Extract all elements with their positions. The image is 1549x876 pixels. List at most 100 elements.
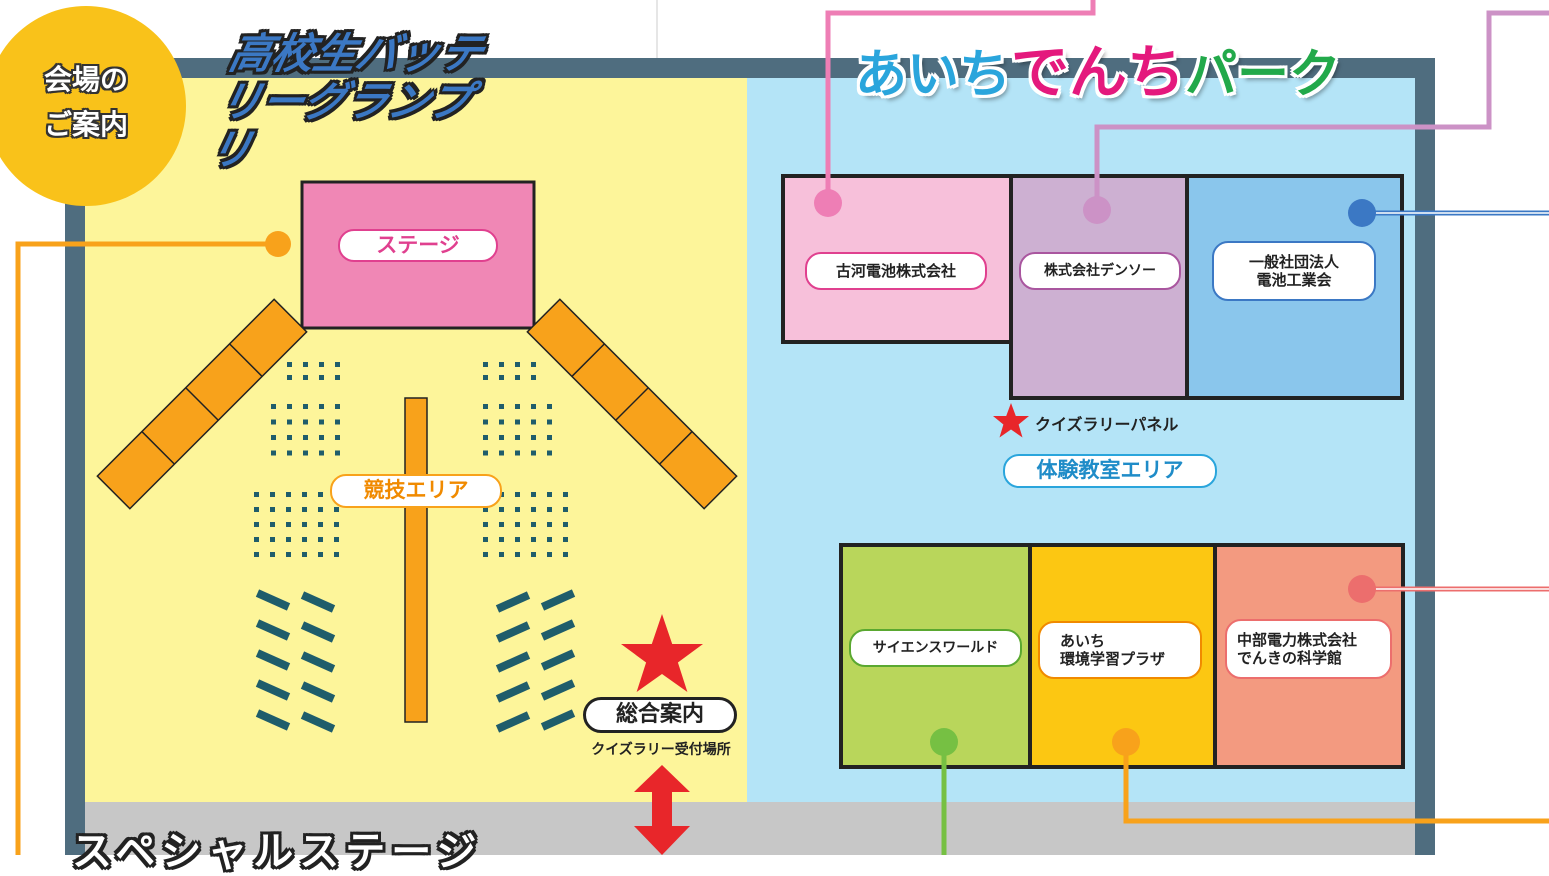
- seat: [499, 552, 504, 557]
- standing-mark: [300, 651, 336, 673]
- seat: [531, 507, 536, 512]
- marker-dot-green: [930, 728, 958, 756]
- seat: [270, 537, 275, 542]
- standing-mark: [495, 621, 531, 643]
- seat: [499, 537, 504, 542]
- seat: [499, 450, 504, 456]
- info-desk-sublabel: クイズラリー受付場所: [591, 742, 731, 758]
- seat: [270, 507, 275, 512]
- center-runway: [404, 397, 428, 723]
- standing-mark: [495, 681, 531, 703]
- seat: [531, 375, 536, 380]
- seat: [334, 537, 339, 542]
- seat: [286, 522, 291, 527]
- seat: [254, 507, 259, 512]
- standing-mark: [300, 621, 336, 643]
- seat: [547, 537, 552, 542]
- right-diagonal-tables: [526, 298, 738, 510]
- seat: [303, 435, 308, 440]
- connector-line-pink: [825, 0, 1096, 203]
- marker-dot-orange-plaza: [1112, 728, 1140, 756]
- seat: [547, 404, 552, 409]
- seat: [515, 537, 520, 542]
- seat: [547, 419, 552, 425]
- connector-line-orange-left: [15, 241, 278, 855]
- seat: [318, 507, 323, 512]
- seat: [515, 404, 520, 409]
- seat: [563, 552, 568, 557]
- seat: [515, 492, 520, 497]
- seat: [499, 375, 504, 380]
- seat: [483, 404, 488, 409]
- connector-line-orange-right: [1123, 742, 1549, 824]
- seat: [531, 537, 536, 542]
- seat: [515, 552, 520, 557]
- standing-mark: [495, 711, 531, 733]
- seat: [334, 552, 339, 557]
- seat: [547, 522, 552, 527]
- seat: [483, 537, 488, 542]
- seat: [271, 450, 276, 456]
- seat: [547, 552, 552, 557]
- seat: [499, 522, 504, 527]
- seat: [318, 537, 323, 542]
- seat: [287, 404, 292, 409]
- seat: [286, 552, 291, 557]
- seat: [515, 362, 520, 367]
- venue-guide-badge-text: 会場の ご案内: [43, 63, 128, 141]
- logo-part-aichi: あいち: [855, 45, 1012, 105]
- seat: [483, 375, 488, 380]
- seat: [483, 507, 488, 512]
- standing-mark: [300, 681, 336, 703]
- seat: [287, 362, 292, 367]
- standing-mark: [495, 651, 531, 673]
- seat: [335, 375, 340, 380]
- seat: [515, 435, 520, 440]
- seat: [499, 404, 504, 409]
- seat: [335, 435, 340, 440]
- seat: [302, 522, 307, 527]
- seat: [547, 492, 552, 497]
- marker-dot-pink: [814, 189, 842, 217]
- seat: [319, 375, 324, 380]
- marker-dot-blue: [1348, 199, 1376, 227]
- seat: [483, 419, 488, 425]
- seat: [271, 419, 276, 425]
- booth-label-scienceworld: サイエンスワールド: [849, 629, 1022, 667]
- seat: [499, 419, 504, 425]
- standing-mark: [300, 591, 336, 613]
- seat: [303, 404, 308, 409]
- seat: [318, 522, 323, 527]
- seat: [286, 537, 291, 542]
- seat: [483, 552, 488, 557]
- seat: [287, 435, 292, 440]
- seat: [531, 522, 536, 527]
- seat: [515, 375, 520, 380]
- seat: [303, 419, 308, 425]
- seat: [303, 375, 308, 380]
- seat: [531, 450, 536, 456]
- standing-mark: [300, 711, 336, 733]
- seat: [531, 419, 536, 425]
- seat: [563, 507, 568, 512]
- seat: [302, 492, 307, 497]
- standing-mark: [540, 619, 576, 641]
- double-arrow-icon: [634, 765, 690, 855]
- info-desk-label: 総合案内: [583, 697, 737, 733]
- seat: [286, 507, 291, 512]
- seat: [563, 492, 568, 497]
- seat: [254, 522, 259, 527]
- quiz-panel-star-icon: [993, 403, 1029, 438]
- seat: [254, 537, 259, 542]
- standing-mark: [255, 589, 291, 611]
- battery-grandprix-logo: 高校生バッテリーグランプリ: [205, 29, 720, 174]
- seat: [286, 492, 291, 497]
- seat: [483, 450, 488, 456]
- aichi-denchi-park-logo: あいちでんちパーク: [855, 40, 1341, 105]
- seat: [531, 552, 536, 557]
- seat: [531, 492, 536, 497]
- seat: [335, 404, 340, 409]
- standing-area-marks: [255, 589, 576, 733]
- seat: [515, 450, 520, 456]
- seat: [303, 362, 308, 367]
